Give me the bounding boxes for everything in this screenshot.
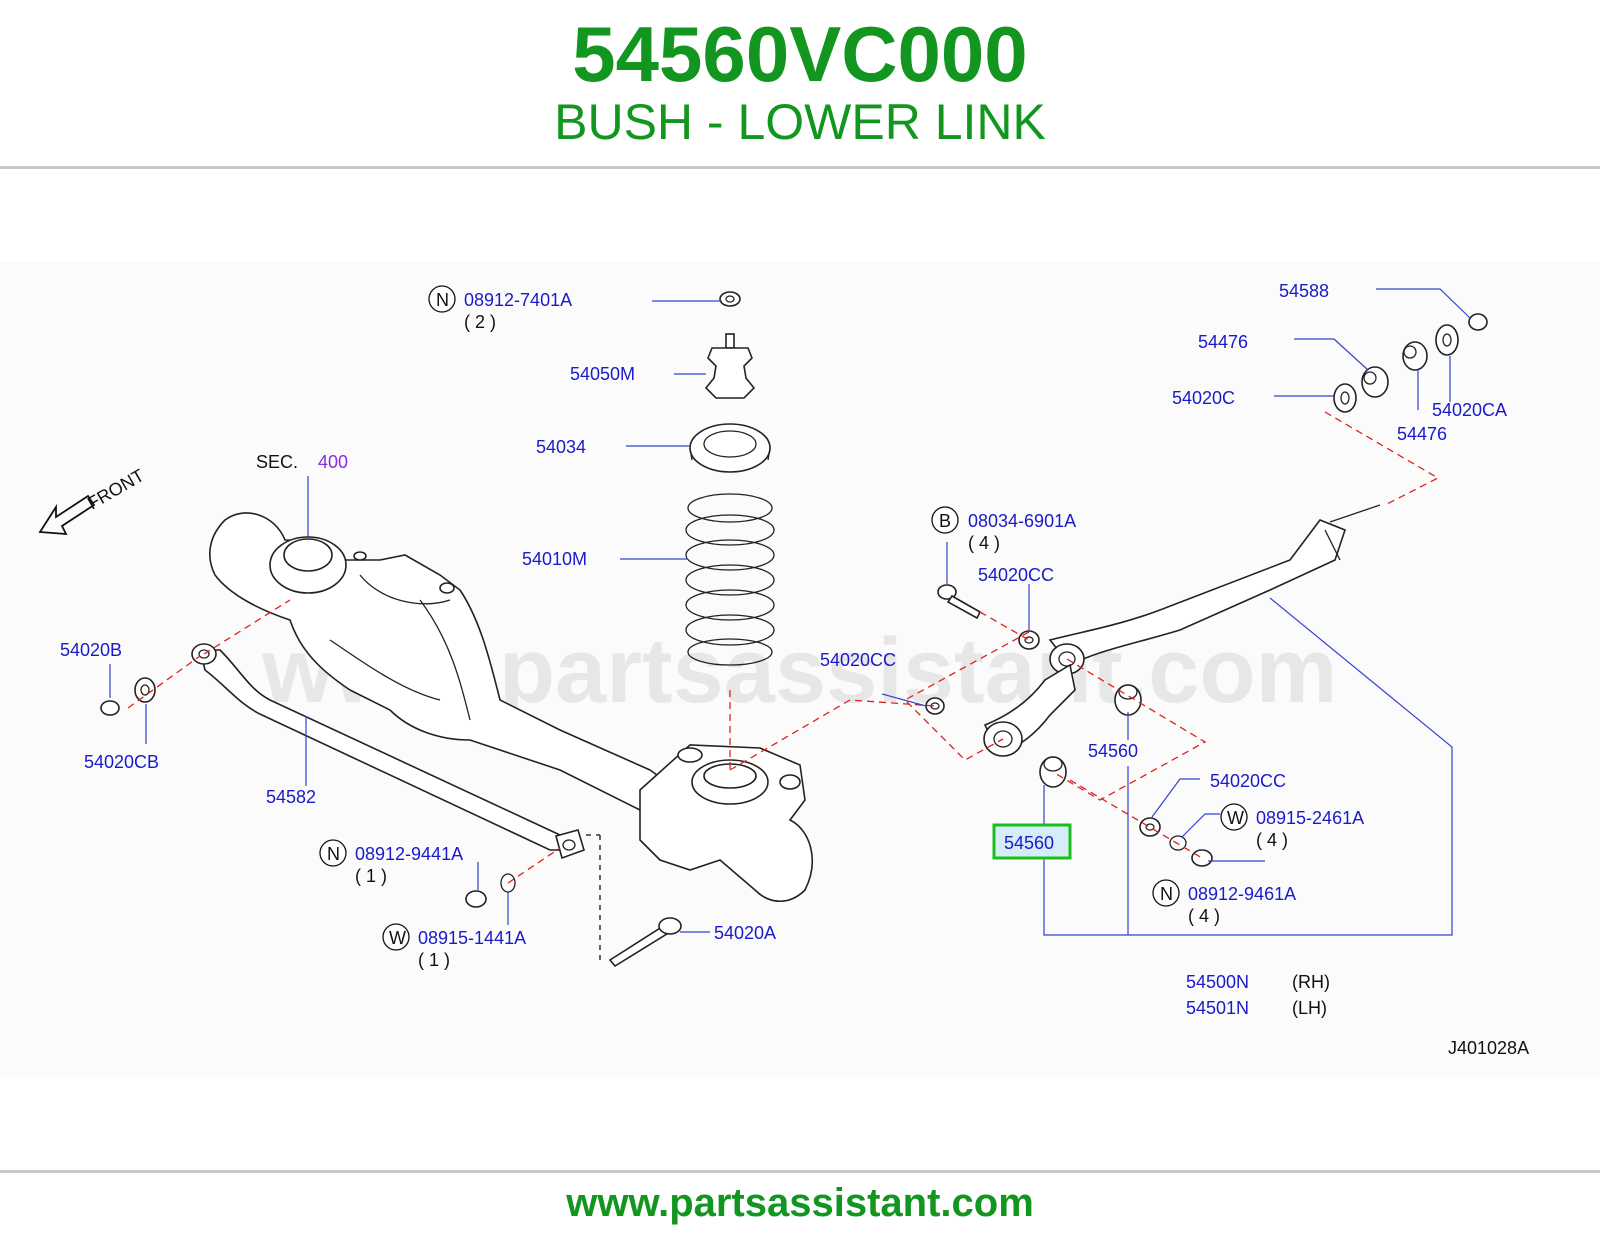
front-arrow-icon <box>38 494 96 536</box>
lateral-rod-part <box>191 643 585 860</box>
nut-54588-icon <box>1468 313 1488 331</box>
coil-spring-part <box>685 493 775 666</box>
badge-w-icon <box>382 923 410 951</box>
header: 54560VC000 BUSH - LOWER LINK <box>0 0 1600 170</box>
callout-side-rh: (RH) <box>1292 972 1330 992</box>
page-title: 54560VC000 <box>572 10 1028 98</box>
callout-54034[interactable]: 54034 <box>536 437 586 457</box>
leader-lines <box>109 288 1471 936</box>
nut-54020b-icon <box>100 700 120 716</box>
callout-badge: N <box>1160 884 1173 904</box>
bolt-08034-6901a-icon <box>937 584 982 620</box>
callout-badge: W <box>1227 808 1244 828</box>
nut-08912-9441a-icon <box>465 890 487 908</box>
badge-w-icon <box>1220 803 1248 831</box>
nut-08912-9461a-icon <box>1191 849 1213 867</box>
assembly-lines <box>127 411 1440 884</box>
bump-stopper-part <box>704 333 756 399</box>
callout-qty: ( 4 ) <box>968 533 1000 553</box>
part-name: BUSH - LOWER LINK <box>554 94 1046 150</box>
callout-qty: ( 4 ) <box>1256 830 1288 850</box>
callout-54500n[interactable]: 54500N <box>1186 972 1249 992</box>
callout-08912-9441a[interactable]: 08912-9441A <box>355 844 463 864</box>
front-label: FRONT <box>84 465 148 513</box>
badge-n-icon <box>319 839 347 867</box>
callout-54020cc-bottom[interactable]: 54020CC <box>1210 771 1286 791</box>
callout-54501n[interactable]: 54501N <box>1186 998 1249 1018</box>
bush-54476-left-icon <box>1361 366 1389 398</box>
callout-54020cb[interactable]: 54020CB <box>84 752 159 772</box>
callout-54020ca[interactable]: 54020CA <box>1432 400 1507 420</box>
callout-54560-highlight[interactable]: 54560 <box>1004 833 1054 853</box>
diagram-code: J401028A <box>1448 1038 1529 1058</box>
callout-badge: N <box>436 290 449 310</box>
section-ref-number: 400 <box>318 452 348 472</box>
nut-top-icon <box>719 291 741 307</box>
callout-qty: ( 4 ) <box>1188 906 1220 926</box>
bush-54560-left-icon <box>1039 756 1067 788</box>
section-ref-prefix: SEC. <box>256 452 298 472</box>
badge-b-icon <box>931 506 959 534</box>
spring-seat-part <box>689 423 771 473</box>
callout-qty: ( 1 ) <box>355 866 387 886</box>
washer-54020c-icon <box>1333 383 1357 413</box>
callout-54560-right[interactable]: 54560 <box>1088 741 1138 761</box>
callout-54476-top[interactable]: 54476 <box>1198 332 1248 352</box>
callout-54020a[interactable]: 54020A <box>714 923 776 943</box>
washer-08915-2461a-icon <box>1169 835 1187 851</box>
callout-54582[interactable]: 54582 <box>266 787 316 807</box>
callout-54050m[interactable]: 54050M <box>570 364 635 384</box>
footer-divider <box>0 1170 1600 1173</box>
callout-08912-7401a[interactable]: 08912-7401A <box>464 290 572 310</box>
callout-54476-bottom[interactable]: 54476 <box>1397 424 1447 444</box>
callout-08912-9461a[interactable]: 08912-9461A <box>1188 884 1296 904</box>
callout-54020b[interactable]: 54020B <box>60 640 122 660</box>
callout-qty: ( 1 ) <box>418 950 450 970</box>
washer-54020cb-icon <box>134 677 156 703</box>
badge-n-icon <box>428 285 456 313</box>
callout-badge: W <box>389 928 406 948</box>
bolt-54020a-icon <box>608 917 682 968</box>
callout-badge: B <box>939 511 951 531</box>
callout-54020cc-mid[interactable]: 54020CC <box>820 650 896 670</box>
callout-qty: ( 2 ) <box>464 312 496 332</box>
footer-url[interactable]: www.partsassistant.com <box>566 1181 1034 1225</box>
bush-54476-right-icon <box>1402 341 1428 371</box>
axle-end-knuckle-part <box>639 744 813 903</box>
callout-54020c[interactable]: 54020C <box>1172 388 1235 408</box>
callout-54588[interactable]: 54588 <box>1279 281 1329 301</box>
callout-08034-6901a[interactable]: 08034-6901A <box>968 511 1076 531</box>
callout-badge: N <box>327 844 340 864</box>
washer-54020cc-top-icon <box>1018 630 1040 650</box>
callout-08915-1441a[interactable]: 08915-1441A <box>418 928 526 948</box>
callout-54020cc-top[interactable]: 54020CC <box>978 565 1054 585</box>
washer-54020ca-icon <box>1435 324 1459 356</box>
callout-54010m[interactable]: 54010M <box>522 549 587 569</box>
callout-side-lh: (LH) <box>1292 998 1327 1018</box>
highlight-box <box>992 823 1072 860</box>
callout-08915-2461a[interactable]: 08915-2461A <box>1256 808 1364 828</box>
header-divider <box>0 166 1600 169</box>
washer-54020cc-bottom-icon <box>1139 817 1161 837</box>
badge-n-icon <box>1152 879 1180 907</box>
